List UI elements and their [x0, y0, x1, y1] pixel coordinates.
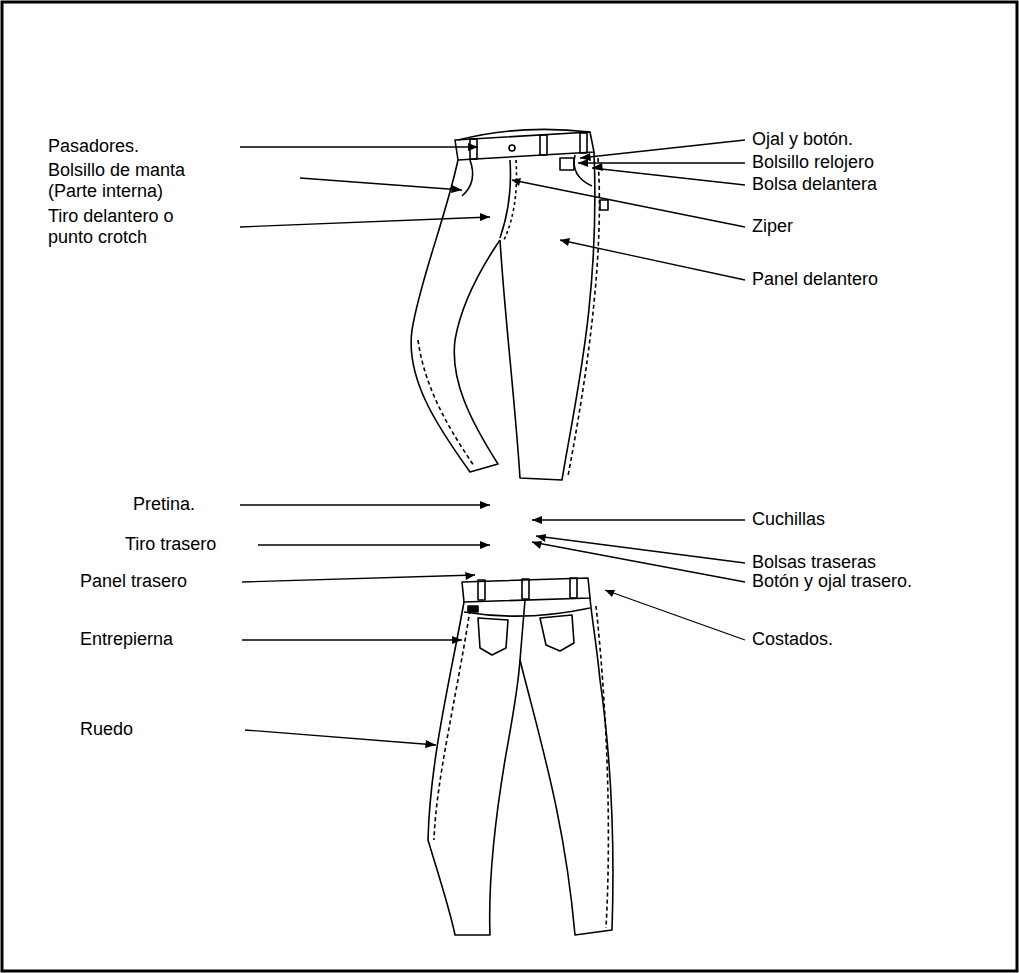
leader-line: [240, 146, 478, 147]
part-label: Tiro delantero o punto crotch: [48, 206, 198, 248]
leader-line: [532, 542, 745, 582]
waistband: [455, 132, 594, 160]
leader-line: [580, 140, 745, 158]
part-label: Botón y ojal trasero.: [752, 571, 992, 592]
part-label: Bolsillo relojero: [752, 152, 992, 173]
arrowhead: [512, 178, 521, 186]
rivet-tag: [600, 200, 608, 210]
arrowheads: [425, 143, 615, 748]
arrowhead: [480, 501, 490, 509]
watch-pocket: [560, 158, 574, 170]
leader-line: [240, 504, 490, 505]
belt-loop: [540, 135, 547, 155]
back-seam: [520, 600, 525, 660]
leader-line: [242, 575, 475, 582]
arrowhead: [536, 534, 546, 542]
leader-lines: [240, 140, 745, 745]
part-label: Ziper: [752, 216, 992, 237]
arrowhead: [480, 213, 490, 221]
leader-line: [578, 162, 745, 163]
left-leg: [411, 160, 500, 472]
part-label: Cuchillas: [752, 509, 992, 530]
side-seam: [568, 158, 599, 476]
leader-line: [245, 730, 436, 745]
button: [509, 145, 515, 151]
part-label: Ruedo: [80, 719, 238, 740]
arrowhead: [465, 572, 475, 580]
leader-line: [532, 519, 745, 520]
arrowhead: [605, 590, 615, 597]
arrowhead: [532, 541, 542, 549]
part-label: Tiro trasero: [125, 534, 253, 555]
part-label: Bolsillo de manta (Parte interna): [48, 160, 218, 202]
part-label: Bolsas traseras: [752, 552, 992, 573]
arrowhead: [578, 159, 588, 167]
arrowhead: [452, 636, 462, 644]
right-leg: [520, 598, 613, 935]
back-pants: [428, 578, 613, 935]
left-leg: [428, 602, 520, 935]
part-label: Costados.: [752, 629, 992, 650]
belt-loop: [522, 579, 529, 599]
front-pocket: [462, 160, 473, 196]
arrowhead: [592, 163, 603, 171]
leader-line: [242, 639, 462, 640]
leader-line: [240, 217, 490, 227]
part-label: Panel delantero: [752, 269, 992, 290]
arrowhead: [451, 185, 462, 193]
side-seam: [596, 606, 608, 928]
right-leg: [500, 152, 595, 480]
part-label: Panel trasero: [80, 571, 238, 592]
side-seam: [418, 340, 474, 466]
back-pocket: [540, 615, 574, 651]
arrowhead: [532, 516, 542, 524]
back-pocket: [478, 618, 508, 655]
part-label: Entrepierna: [80, 629, 238, 650]
arrowhead: [480, 541, 490, 549]
leader-line: [592, 168, 745, 185]
leader-line: [536, 536, 745, 563]
front-pants: [411, 129, 608, 480]
belt-loop: [580, 133, 587, 153]
leader-line: [560, 240, 745, 280]
leader-line: [258, 544, 490, 545]
leader-line: [300, 178, 462, 190]
belt-loop: [478, 580, 485, 600]
fly-stitch: [504, 160, 517, 240]
part-label: Ojal y botón.: [752, 129, 992, 150]
leader-line: [605, 590, 745, 640]
part-label: Pasadores.: [48, 136, 228, 157]
side-seam: [434, 610, 470, 840]
part-label: Pretina.: [133, 494, 233, 515]
leader-line: [512, 180, 745, 227]
belt-loop: [570, 578, 577, 598]
arrowhead: [580, 153, 591, 161]
arrowhead: [425, 740, 436, 748]
arrowhead: [468, 143, 478, 151]
arrowhead: [560, 238, 570, 246]
part-label: Bolsa delantera: [752, 174, 992, 195]
waistband: [462, 578, 590, 602]
